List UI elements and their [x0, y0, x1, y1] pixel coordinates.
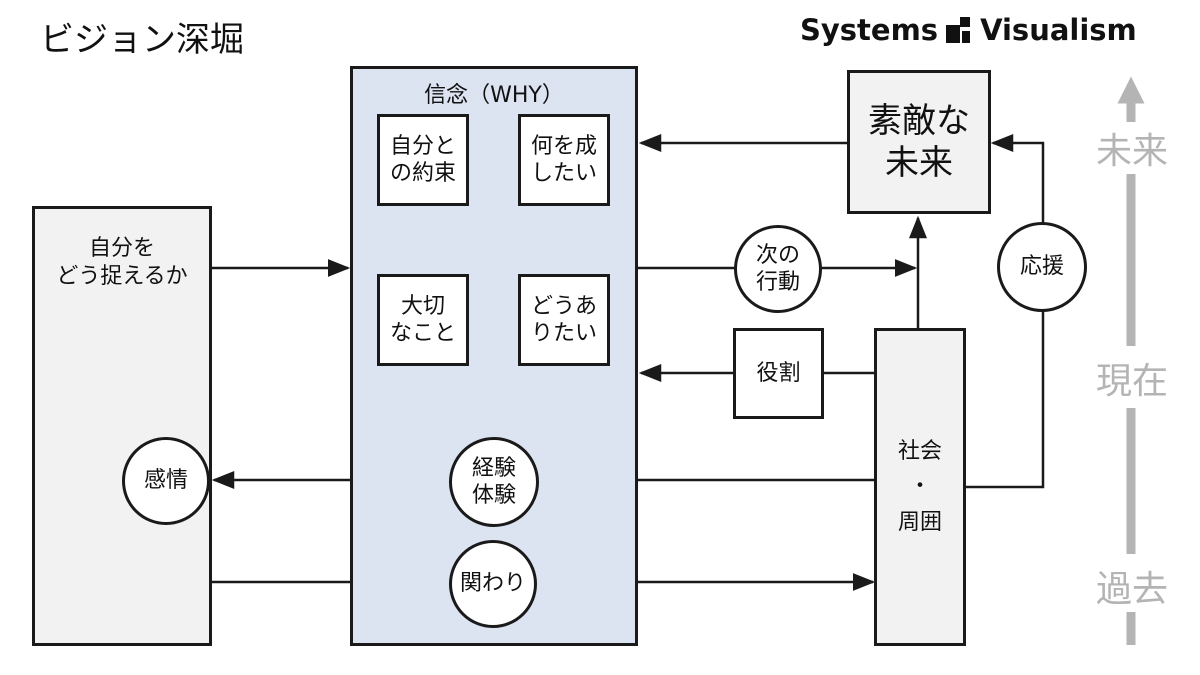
- box-how-to-be: どうあ りたい: [518, 274, 610, 366]
- next-action-label: 次の 行動: [755, 242, 800, 296]
- page-title: ビジョン深堀: [40, 20, 244, 60]
- society-panel: 社会 ・ 周囲: [874, 328, 966, 646]
- box-what-to-achieve: 何を成 したい: [518, 114, 610, 206]
- brand-logo: Systems Visualism: [800, 10, 1195, 50]
- timeline-future-label: 未来: [1086, 122, 1178, 174]
- support-circle: 応援: [997, 222, 1087, 312]
- self-panel-label: 自分を どう捉えるか: [56, 236, 188, 289]
- arrow-support-to-future: [965, 134, 1045, 489]
- experience-label: 経験 体験: [471, 455, 516, 509]
- emotion-label: 感情: [143, 468, 188, 494]
- box-promise-to-self: 自分と の約束: [377, 114, 469, 206]
- brand-icon: [944, 15, 974, 45]
- wonderful-future-box: 素敵な 未来: [847, 70, 991, 214]
- wonderful-future-label: 素敵な 未来: [868, 100, 970, 184]
- timeline-present-label: 現在: [1086, 352, 1178, 404]
- support-label: 応援: [1019, 254, 1064, 280]
- brand-text-right: Visualism: [980, 13, 1137, 47]
- timeline-past-label: 過去: [1086, 560, 1178, 612]
- self-panel: 自分を どう捉えるか: [32, 206, 212, 646]
- role-label: 役割: [756, 360, 801, 386]
- society-label: 社会 ・ 周囲: [897, 439, 942, 535]
- next-action-circle: 次の 行動: [734, 225, 822, 313]
- experience-circle: 経験 体験: [449, 437, 539, 527]
- belief-panel-title: 信念（WHY）: [424, 83, 564, 108]
- box-what-is-important: 大切 なこと: [377, 274, 469, 366]
- relation-circle: 関わり: [449, 540, 537, 628]
- brand-text-left: Systems: [800, 13, 939, 47]
- role-box: 役割: [733, 328, 824, 419]
- relation-label: 関わり: [459, 571, 526, 597]
- emotion-circle: 感情: [122, 437, 210, 525]
